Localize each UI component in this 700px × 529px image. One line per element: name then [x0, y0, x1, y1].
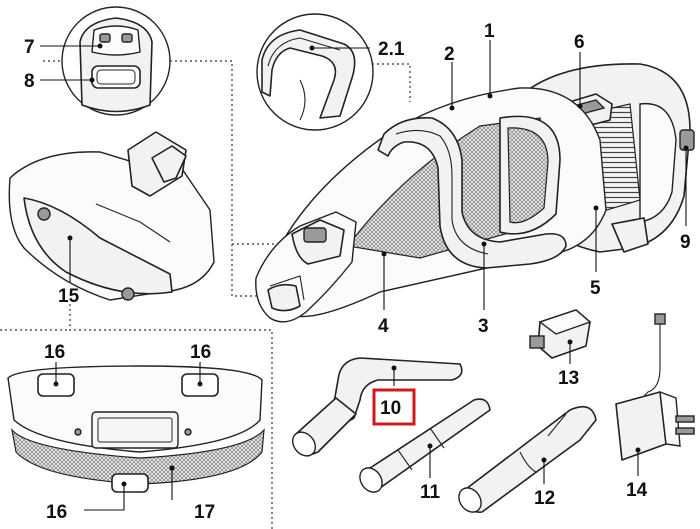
label-part-15: 15	[58, 286, 80, 307]
power-adapter-part-14	[615, 313, 695, 461]
label-part-16-top-right: 16	[190, 342, 211, 363]
extension-tube-part-11	[359, 398, 491, 493]
label-part-2: 2	[444, 44, 455, 65]
detail-circle-handle-seal	[256, 13, 374, 131]
label-part-6: 6	[574, 32, 585, 53]
label-part-8: 8	[24, 71, 35, 92]
label-part-3: 3	[478, 316, 489, 337]
label-part-1: 1	[484, 21, 495, 42]
label-part-10: 10	[380, 398, 401, 419]
label-part-16-top-left: 16	[44, 342, 65, 363]
leader-lines	[40, 40, 689, 511]
label-part-14: 14	[626, 480, 648, 501]
label-part-2-1: 2.1	[378, 39, 405, 60]
label-part-16-bottom: 16	[46, 502, 67, 523]
detail-circle-nozzle	[61, 6, 171, 116]
angled-handle-part-10	[291, 357, 463, 457]
label-part-17: 17	[194, 502, 215, 523]
floor-nozzle-part-15	[8, 131, 215, 301]
label-part-9: 9	[680, 232, 691, 253]
label-part-11: 11	[420, 482, 441, 503]
label-part-13: 13	[558, 368, 579, 389]
handheld-vacuum-assembly	[255, 63, 695, 323]
part-labels: 7 8 2.1 2 1 6 9 5 3 4 15 16 16 16 17 10 …	[24, 21, 691, 523]
brush-plate-part-17	[7, 365, 265, 493]
label-part-7: 7	[24, 37, 35, 58]
label-part-12: 12	[534, 488, 555, 509]
label-part-5: 5	[590, 278, 601, 299]
charger-plug-part-13	[529, 309, 592, 359]
highlight-box-part-10	[372, 388, 416, 426]
tube-adapter-part-12	[458, 405, 597, 513]
label-part-4: 4	[378, 316, 389, 337]
